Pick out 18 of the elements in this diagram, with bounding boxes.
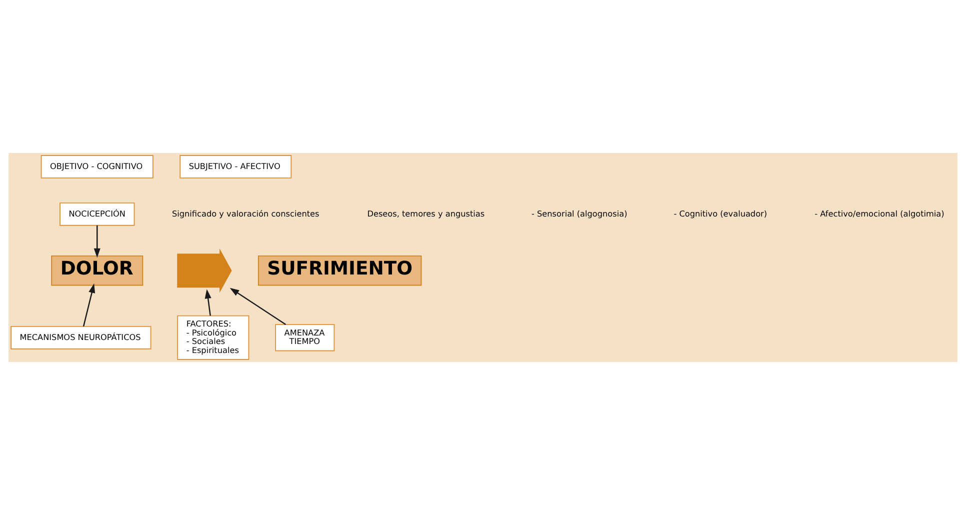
node-box: NOCICEPCIÓN [60, 202, 135, 226]
label: Significado y valoración conscientes [172, 208, 320, 218]
arrow [230, 288, 286, 325]
arrow [82, 284, 96, 327]
node-box: OBJETIVO - COGNITIVO [40, 155, 154, 178]
arrow [94, 225, 100, 258]
node-box: SUFRIMIENTO [258, 255, 422, 286]
node-box: MECANISMOS NEUROPÁTICOS [10, 326, 152, 350]
arrow [204, 289, 212, 316]
node-box: DOLOR [51, 255, 144, 286]
label: - Cognitivo (evaluador) [674, 208, 768, 218]
label: Deseos, temores y angustias [367, 208, 485, 218]
node-box: AMENAZA TIEMPO [275, 324, 335, 352]
node-box: SUBJETIVO - AFECTIVO [180, 155, 292, 178]
node-arrow [177, 248, 232, 293]
label: - Sensorial (algognosia) [532, 208, 628, 218]
node-box: FACTORES: - Psicológico - Sociales - Espirituales [177, 315, 250, 360]
label: - Afectivo/emocional (algotimia) [814, 208, 944, 218]
